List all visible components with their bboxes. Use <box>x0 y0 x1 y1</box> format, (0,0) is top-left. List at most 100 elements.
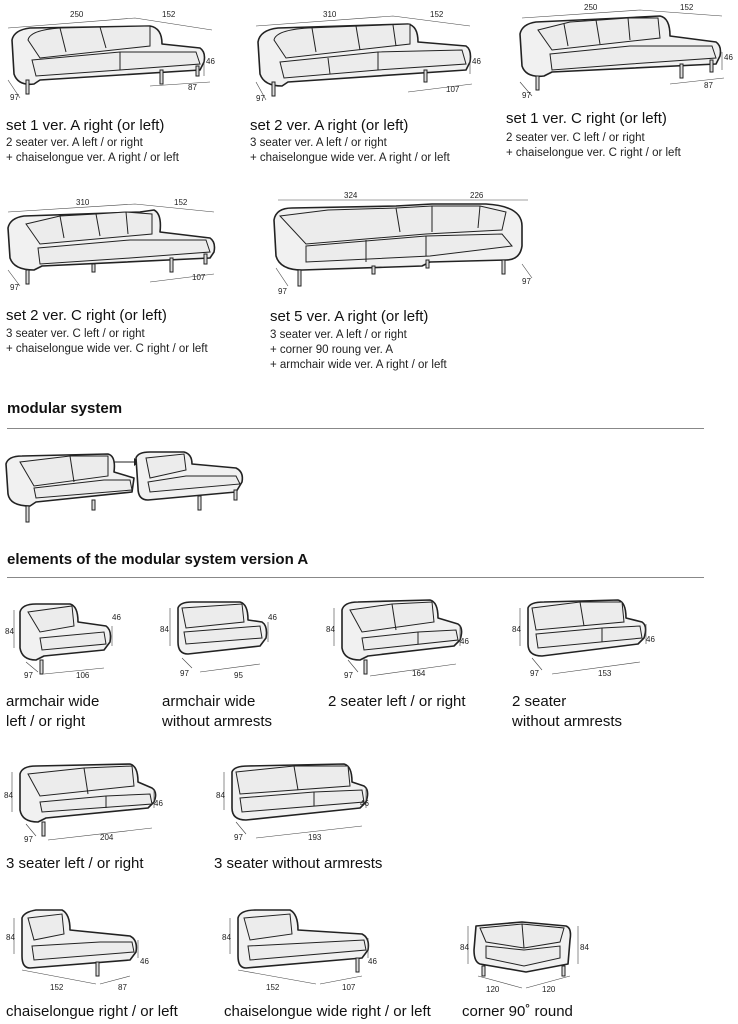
dim-seat-depth-2: 97 <box>522 277 531 286</box>
caption-2-seater: 2 seater left / or right <box>328 693 466 710</box>
set1c-line-2: + chaiselongue ver. C right / or left <box>506 147 681 159</box>
dim-seat-depth: 97 <box>10 93 19 102</box>
dim-seat-height: 46 <box>360 799 369 808</box>
section-heading-modular: modular system <box>7 400 123 417</box>
dim-chaise: 87 <box>188 83 197 92</box>
element-2-seater-figure: 84 46 97 164 <box>322 596 472 691</box>
set2c-figure: 310 152 107 97 <box>0 192 230 305</box>
dim-depth: 152 <box>174 198 188 207</box>
modular-figure <box>0 446 252 531</box>
dim-chaise: 87 <box>704 81 713 90</box>
dim-seat-height: 46 <box>154 799 163 808</box>
set5a-title: set 5 ver. A right (or left) <box>270 308 429 325</box>
dim-width: 310 <box>76 198 90 207</box>
set2c-line-2: + chaiselongue wide ver. C right / or le… <box>6 343 208 355</box>
dim-length: 152 <box>50 983 64 992</box>
set1a-title: set 1 ver. A right (or left) <box>6 117 165 134</box>
element-armchair-wide-no-arms-figure: 84 46 97 95 <box>156 598 286 693</box>
set2a-title: set 2 ver. A right (or left) <box>250 117 409 134</box>
element-chaiselongue-wide-figure: 84 46 152 107 <box>216 906 386 1001</box>
set5a-line-2: + corner 90 roung ver. A <box>270 344 394 356</box>
dim-length: 152 <box>266 983 280 992</box>
dim-height: 84 <box>460 943 469 952</box>
dim-depth: 97 <box>24 671 33 680</box>
caption-3-seater-no-arms: 3 seater without armrests <box>214 855 383 872</box>
set1a-figure: 250 152 46 87 97 <box>0 0 240 117</box>
dim-height: 46 <box>206 57 215 66</box>
dim-width: 250 <box>70 10 84 19</box>
section-heading-elements: elements of the modular system version A <box>7 551 309 568</box>
dim-seat-height: 46 <box>140 957 149 966</box>
dim-depth: 97 <box>344 671 353 680</box>
set2a-line-2: + chaiselongue wide ver. A right / or le… <box>250 152 450 164</box>
set2a-line-1: 3 seater ver. A left / or right <box>250 137 387 149</box>
element-corner-round-figure: 84 84 120 120 <box>456 916 594 1001</box>
dim-seat-height: 46 <box>460 637 469 646</box>
set5a-line-1: 3 seater ver. A left / or right <box>270 329 407 341</box>
dim-seat-depth: 97 <box>522 91 531 100</box>
dim-depth: 97 <box>530 669 539 678</box>
dim-height: 84 <box>326 625 335 634</box>
dim-depth: 97 <box>24 835 33 844</box>
section-divider <box>7 428 704 429</box>
set2c-title: set 2 ver. C right (or left) <box>6 307 167 324</box>
set2c-line-1: 3 seater ver. C left / or right <box>6 328 145 340</box>
dim-seat-depth: 97 <box>278 287 287 296</box>
dim-height-2: 84 <box>580 943 589 952</box>
set1c-title: set 1 ver. C right (or left) <box>506 110 667 127</box>
section-divider <box>7 577 704 578</box>
dim-width: 107 <box>342 983 356 992</box>
element-armchair-wide-figure: 84 46 97 106 <box>0 598 130 693</box>
dim-height: 84 <box>160 625 169 634</box>
dim-width: 193 <box>308 833 322 842</box>
set5a-figure: 324 226 97 97 <box>266 186 542 309</box>
caption-chaiselongue-wide: chaiselongue wide right / or left <box>224 1003 431 1020</box>
dim-chaise: 107 <box>192 273 206 282</box>
set1a-line-1: 2 seater ver. A left / or right <box>6 137 143 149</box>
dim-width: 164 <box>412 669 426 678</box>
set1a-line-2: + chaiselongue ver. A right / or left <box>6 152 179 164</box>
dim-width: 153 <box>598 669 612 678</box>
dim-depth: 152 <box>430 10 444 19</box>
dim-seat-depth: 97 <box>256 94 265 103</box>
set5a-line-3: + armchair wide ver. A right / or left <box>270 359 447 371</box>
dim-height: 84 <box>5 627 14 636</box>
dim-width-2: 120 <box>542 985 556 994</box>
dim-height: 84 <box>222 933 231 942</box>
dim-height: 84 <box>4 791 13 800</box>
dim-depth: 152 <box>680 3 694 12</box>
set2a-figure: 310 152 46 107 97 <box>248 0 488 117</box>
dim-width: 204 <box>100 833 114 842</box>
dim-depth: 97 <box>234 833 243 842</box>
dim-seat-height: 46 <box>112 613 121 622</box>
dim-width-2: 226 <box>470 191 484 200</box>
element-2-seater-no-arms-figure: 84 46 97 153 <box>506 596 656 691</box>
dim-width: 120 <box>486 985 500 994</box>
set1c-figure: 250 152 46 87 97 <box>510 0 738 117</box>
dim-width: 95 <box>234 671 243 680</box>
caption-chaiselongue: chaiselongue right / or left <box>6 1003 178 1020</box>
dim-height: 46 <box>724 53 733 62</box>
dim-width: 106 <box>76 671 90 680</box>
dim-seat-height: 46 <box>268 613 277 622</box>
element-3-seater-figure: 84 46 97 204 <box>0 760 170 853</box>
dim-height: 84 <box>512 625 521 634</box>
dim-height: 84 <box>6 933 15 942</box>
element-chaiselongue-figure: 84 46 152 87 <box>0 906 160 1001</box>
element-3-seater-no-arms-figure: 84 46 97 193 <box>210 760 380 853</box>
dim-width: 310 <box>323 10 337 19</box>
caption-3-seater: 3 seater left / or right <box>6 855 144 872</box>
dim-height: 46 <box>472 57 481 66</box>
dim-chaise: 107 <box>446 85 460 94</box>
dim-depth: 97 <box>180 669 189 678</box>
dim-width: 250 <box>584 3 598 12</box>
set1c-line-1: 2 seater ver. C left / or right <box>506 132 645 144</box>
dim-seat-height: 46 <box>646 635 655 644</box>
dim-height: 84 <box>216 791 225 800</box>
dim-seat-depth: 97 <box>10 283 19 292</box>
dim-width: 324 <box>344 191 358 200</box>
caption-corner-round: corner 90˚ round <box>462 1003 573 1020</box>
